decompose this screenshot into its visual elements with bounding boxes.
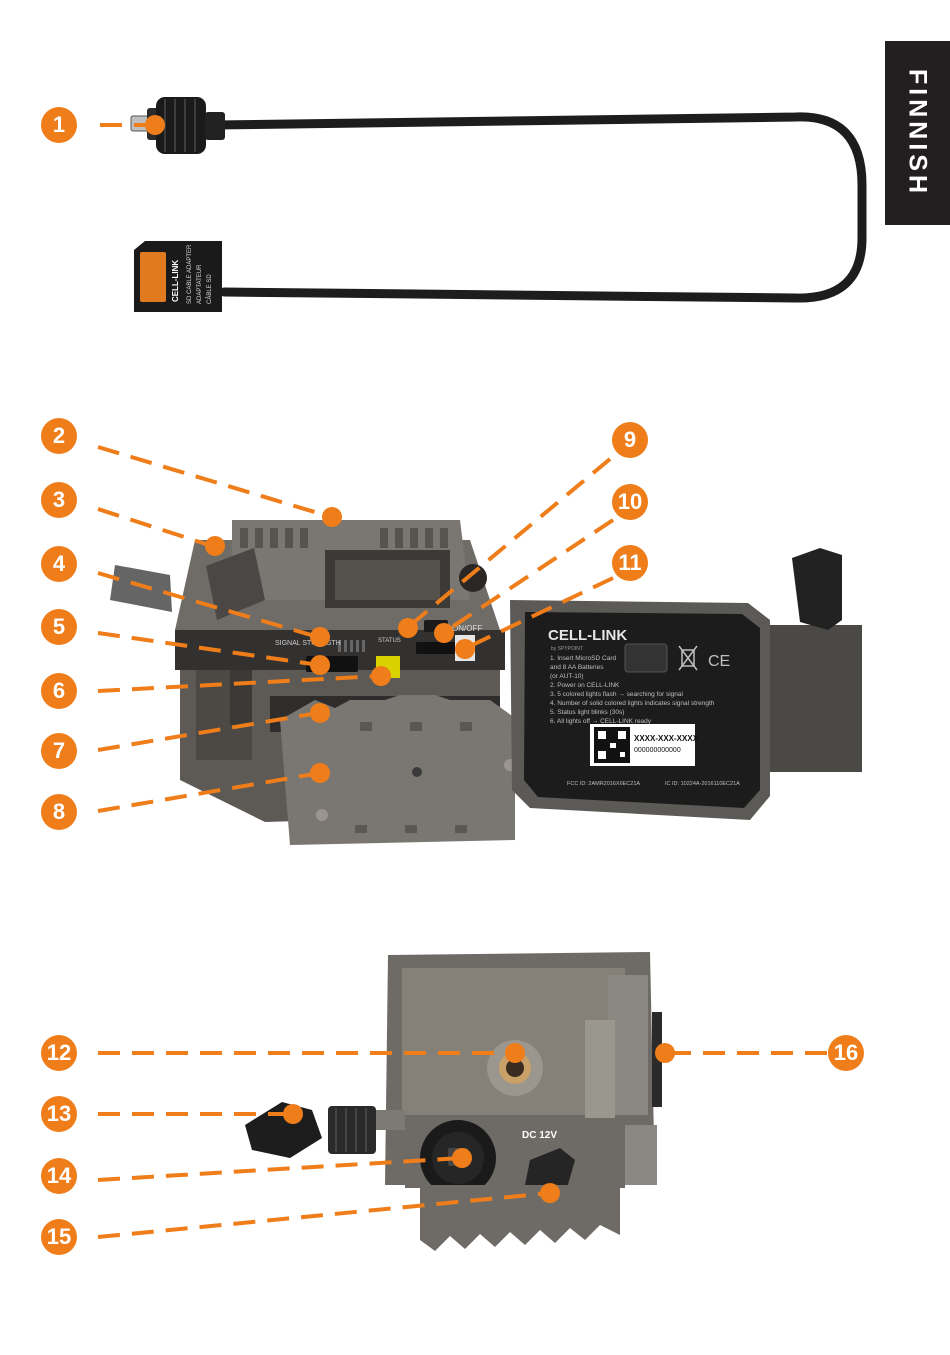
serial-number: XXXX-XXX-XXXX	[634, 734, 699, 743]
callout-9: 9	[612, 422, 648, 458]
camera-open-view: SIGNAL STRENGTH STATUS ON/OFF	[110, 520, 516, 845]
serial-number-2: 000000000000	[634, 747, 681, 754]
sd-slot	[416, 642, 458, 654]
callout-11: 11	[612, 545, 648, 581]
door-latch	[792, 548, 842, 630]
dc-label: DC 12V	[522, 1130, 557, 1141]
leader-lines	[97, 123, 828, 1239]
callout-5: 5	[41, 609, 77, 645]
ic-id: IC ID: 10224A-2016110EC21A	[665, 781, 740, 787]
door-panel	[524, 612, 760, 808]
door-step-5: 5. Status light blinks (30s)	[550, 709, 624, 716]
door-step-2: 2. Power on CELL-LINK	[550, 682, 620, 689]
power-label: ON/OFF	[452, 624, 482, 633]
adapter-line-2: ADAPTATEUR	[197, 264, 203, 304]
callout-1: 1	[41, 107, 77, 143]
battery-tray	[280, 695, 515, 845]
callout-8: 8	[41, 794, 77, 830]
callout-7: 7	[41, 733, 77, 769]
door-step-6: 6. All lights off → CELL-LINK ready	[550, 718, 652, 725]
camera-back-view: DC 12V	[245, 952, 662, 1251]
sd-cable-adapter: CELL-LINK SD CABLE ADAPTER ADAPTATEUR CÂ…	[130, 97, 867, 312]
status-label: STATUS	[378, 638, 401, 644]
callout-14: 14	[41, 1158, 77, 1194]
callout-6: 6	[41, 673, 77, 709]
camera-door: CELL-LINK by SPYPOINT CE 1. Insert Micro…	[510, 548, 862, 820]
ce-mark: CE	[708, 653, 730, 670]
strap-buckle	[206, 548, 265, 620]
language-tab: FINNISH	[885, 41, 950, 225]
strap	[110, 565, 172, 612]
adapter-brand: CELL-LINK	[171, 260, 180, 302]
callout-12: 12	[41, 1035, 77, 1071]
door-step-3: 3. 5 colored lights flash → searching fo…	[550, 691, 684, 698]
door-subtitle: by SPYPOINT	[551, 646, 583, 652]
callout-2: 2	[41, 418, 77, 454]
signal-strength-label: SIGNAL STRENGTH	[275, 640, 341, 647]
flat-cable	[210, 112, 867, 303]
fcc-id: FCC ID: 2AMR2016X6EC21A	[567, 781, 640, 787]
door-step-1: 1. Insert MicroSD Card	[550, 655, 616, 662]
antenna	[245, 1102, 322, 1158]
callout-13: 13	[41, 1096, 77, 1132]
callout-4: 4	[41, 546, 77, 582]
adapter-line-3: CÂBLE SD	[206, 274, 213, 304]
adapter-line-1: SD CABLE ADAPTER	[187, 244, 193, 304]
door-step-1c: (or AUT-10)	[550, 673, 584, 680]
callout-3: 3	[41, 482, 77, 518]
callout-15: 15	[41, 1219, 77, 1255]
antenna-connector	[328, 1106, 376, 1154]
cable-plug-nut	[156, 97, 206, 154]
mount-plate	[420, 1185, 620, 1251]
leader-endpoints	[145, 115, 675, 1203]
door-step-4: 4. Number of solid colored lights indica…	[550, 700, 715, 707]
door-title: CELL-LINK	[548, 627, 627, 644]
hinge-knob	[459, 564, 487, 592]
callout-10: 10	[612, 484, 648, 520]
weee-icon	[678, 645, 698, 671]
door-step-1b: and 8 AA Batteries	[550, 664, 604, 671]
callout-16: 16	[828, 1035, 864, 1071]
side-strap-slot	[652, 1012, 662, 1107]
door-window	[624, 643, 668, 673]
